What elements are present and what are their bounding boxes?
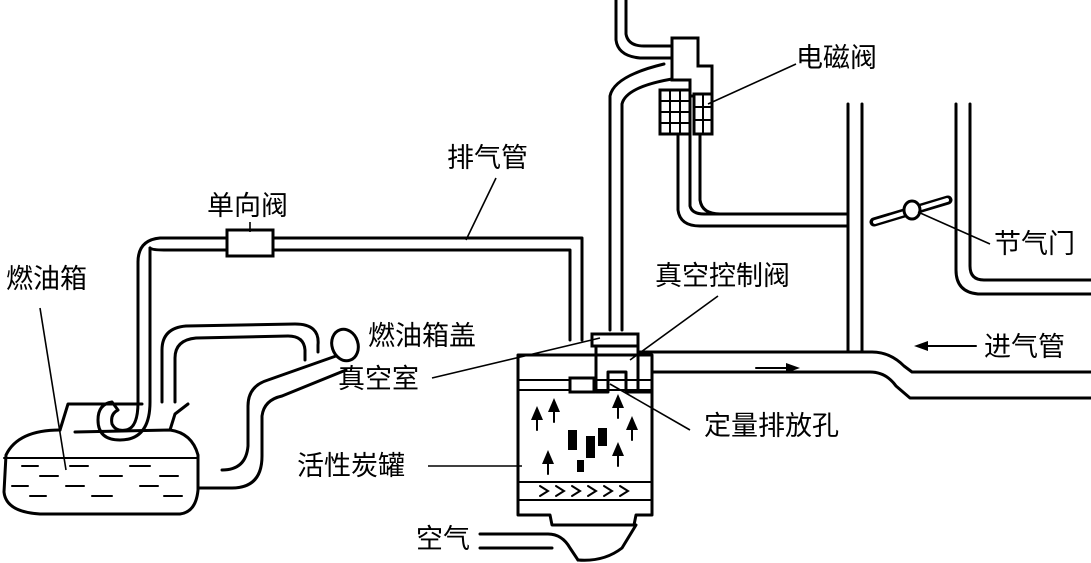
air-inlet-pipe <box>478 523 638 562</box>
label-air: 空气 <box>416 524 470 555</box>
vacuum-control-valve <box>568 332 640 394</box>
flow-arrow-right <box>755 363 800 373</box>
label-intake-pipe: 进气管 <box>984 332 1065 363</box>
label-fuel-cap: 燃油箱盖 <box>368 321 476 352</box>
check-valve-body <box>225 228 275 258</box>
solenoid-coil <box>658 88 714 136</box>
flow-arrow-left <box>914 341 977 351</box>
throttle-plate <box>869 195 953 227</box>
fuel-level <box>3 457 199 497</box>
intake-manifold <box>624 102 1091 400</box>
leader-lines <box>39 63 991 471</box>
label-vacuum-chamber: 真空室 <box>338 364 419 395</box>
label-throttle: 节气门 <box>994 229 1075 260</box>
label-fuel-tank: 燃油箱 <box>6 264 87 295</box>
label-vacuum-control-valve: 真空控制阀 <box>655 261 790 292</box>
tank-hook-pipe <box>96 246 152 442</box>
fuel-tank <box>2 402 200 516</box>
vent-pipe <box>136 236 584 342</box>
solenoid-vacuum-lines <box>608 0 850 332</box>
solenoid-valve-body <box>670 36 714 98</box>
label-check-valve: 单向阀 <box>207 191 288 222</box>
label-metering-orifice: 定量排放孔 <box>704 411 839 442</box>
filler-neck <box>160 322 348 490</box>
vapor-flow-arrows <box>531 394 638 475</box>
label-carbon-canister: 活性炭罐 <box>297 451 405 482</box>
label-vent-pipe: 排气管 <box>447 143 528 174</box>
carbon-particles <box>568 428 607 472</box>
label-solenoid-valve: 电磁阀 <box>796 43 877 74</box>
fuel-cap <box>330 327 360 363</box>
